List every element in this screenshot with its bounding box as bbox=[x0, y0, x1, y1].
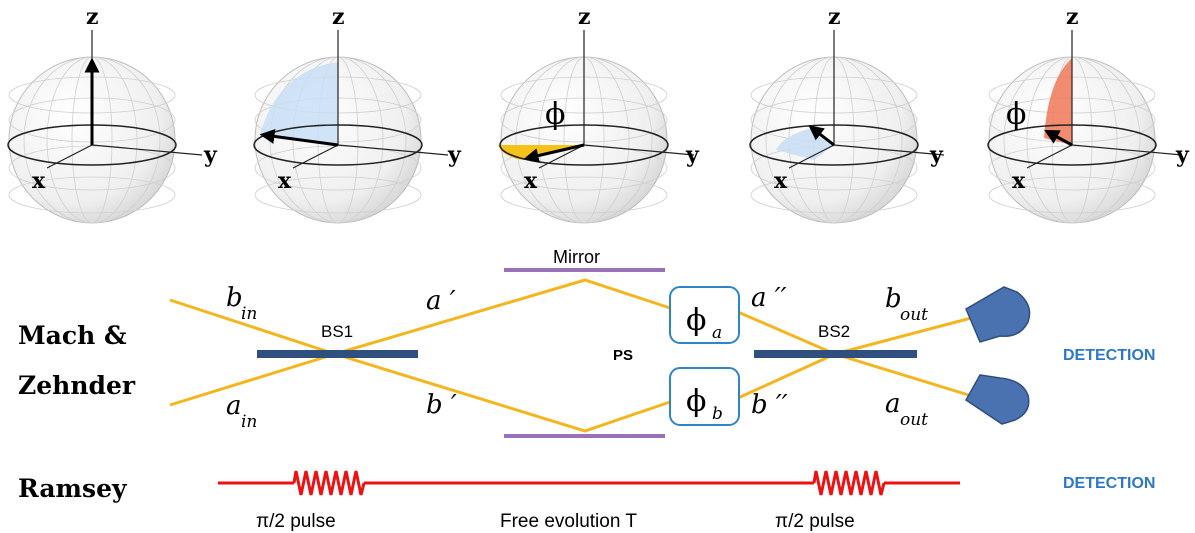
a-dprime-label: a ′′ bbox=[751, 283, 787, 313]
ramsey-detection-label: DETECTION bbox=[1063, 475, 1155, 492]
mz-row-label-line2: Zehnder bbox=[18, 371, 136, 400]
bloch-sphere-2 bbox=[253, 30, 449, 224]
phi-b-subscript: b bbox=[712, 404, 723, 424]
sphere4-z-label: z bbox=[828, 4, 841, 30]
sphere2-x-label: x bbox=[278, 168, 292, 194]
ps-label: PS bbox=[613, 347, 633, 364]
sphere1-x-label: x bbox=[32, 168, 46, 194]
bloch-sphere-3 bbox=[498, 30, 695, 224]
detector-top-icon bbox=[965, 286, 1031, 343]
phi-b-symbol: ϕ bbox=[686, 384, 706, 419]
mz-row-label-line1: Mach & bbox=[18, 321, 127, 350]
sphere2-z-label: z bbox=[332, 4, 345, 30]
pulse-left-label: π/2 pulse bbox=[256, 511, 336, 532]
sphere3-x-label: x bbox=[524, 168, 538, 194]
sphere5-x-label: x bbox=[1012, 168, 1026, 194]
sphere4-x-label: x bbox=[774, 168, 788, 194]
b-in-subscript: in bbox=[241, 304, 257, 324]
sphere2-y-label: y bbox=[447, 142, 462, 168]
phi-a-symbol: ϕ bbox=[686, 303, 706, 338]
free-evolution-label: Free evolution T bbox=[500, 511, 637, 532]
bloch-sphere-4 bbox=[749, 30, 945, 224]
b-out-symbol: b bbox=[885, 284, 902, 314]
phi-a-subscript: a bbox=[712, 323, 722, 343]
detector-bottom-icon bbox=[965, 374, 1030, 425]
ramsey-row-label: Ramsey bbox=[18, 474, 128, 503]
a-in-subscript: in bbox=[241, 412, 257, 432]
sphere4-y-label: y bbox=[929, 142, 944, 168]
sphere1-y-label: y bbox=[203, 142, 218, 168]
a-prime-label: a ′ bbox=[426, 286, 456, 316]
sphere3-phase-label: ϕ bbox=[545, 97, 565, 132]
bs2-label: BS2 bbox=[818, 322, 850, 341]
sphere5-y-label: y bbox=[1175, 142, 1190, 168]
sphere5-z-label: z bbox=[1066, 4, 1079, 30]
phase-box-a bbox=[669, 286, 740, 344]
phase-box-b bbox=[669, 367, 740, 426]
sphere1-z-label: z bbox=[86, 4, 99, 30]
ramsey-pulse-sequence bbox=[218, 470, 960, 496]
b-out-subscript: out bbox=[900, 305, 928, 325]
mz-detection-label: DETECTION bbox=[1063, 347, 1155, 364]
a-out-subscript: out bbox=[900, 410, 928, 430]
mirror-label: Mirror bbox=[553, 247, 600, 267]
pulse-right-label: π/2 pulse bbox=[775, 511, 855, 532]
bs1-label: BS1 bbox=[321, 322, 353, 341]
b-dprime-label: b ′′ bbox=[751, 390, 788, 420]
bloch-sphere-5 bbox=[987, 30, 1183, 224]
sphere3-z-label: z bbox=[578, 4, 591, 30]
sphere3-y-label: y bbox=[685, 142, 700, 168]
a-out-symbol: a bbox=[885, 389, 901, 419]
b-prime-label: b ′ bbox=[426, 390, 457, 420]
a-in-symbol: a bbox=[226, 391, 242, 421]
b-in-symbol: b bbox=[226, 283, 243, 313]
bloch-sphere-1 bbox=[7, 30, 203, 224]
sphere5-phase-label: ϕ bbox=[1006, 97, 1026, 132]
beam-paths bbox=[169, 278, 976, 433]
